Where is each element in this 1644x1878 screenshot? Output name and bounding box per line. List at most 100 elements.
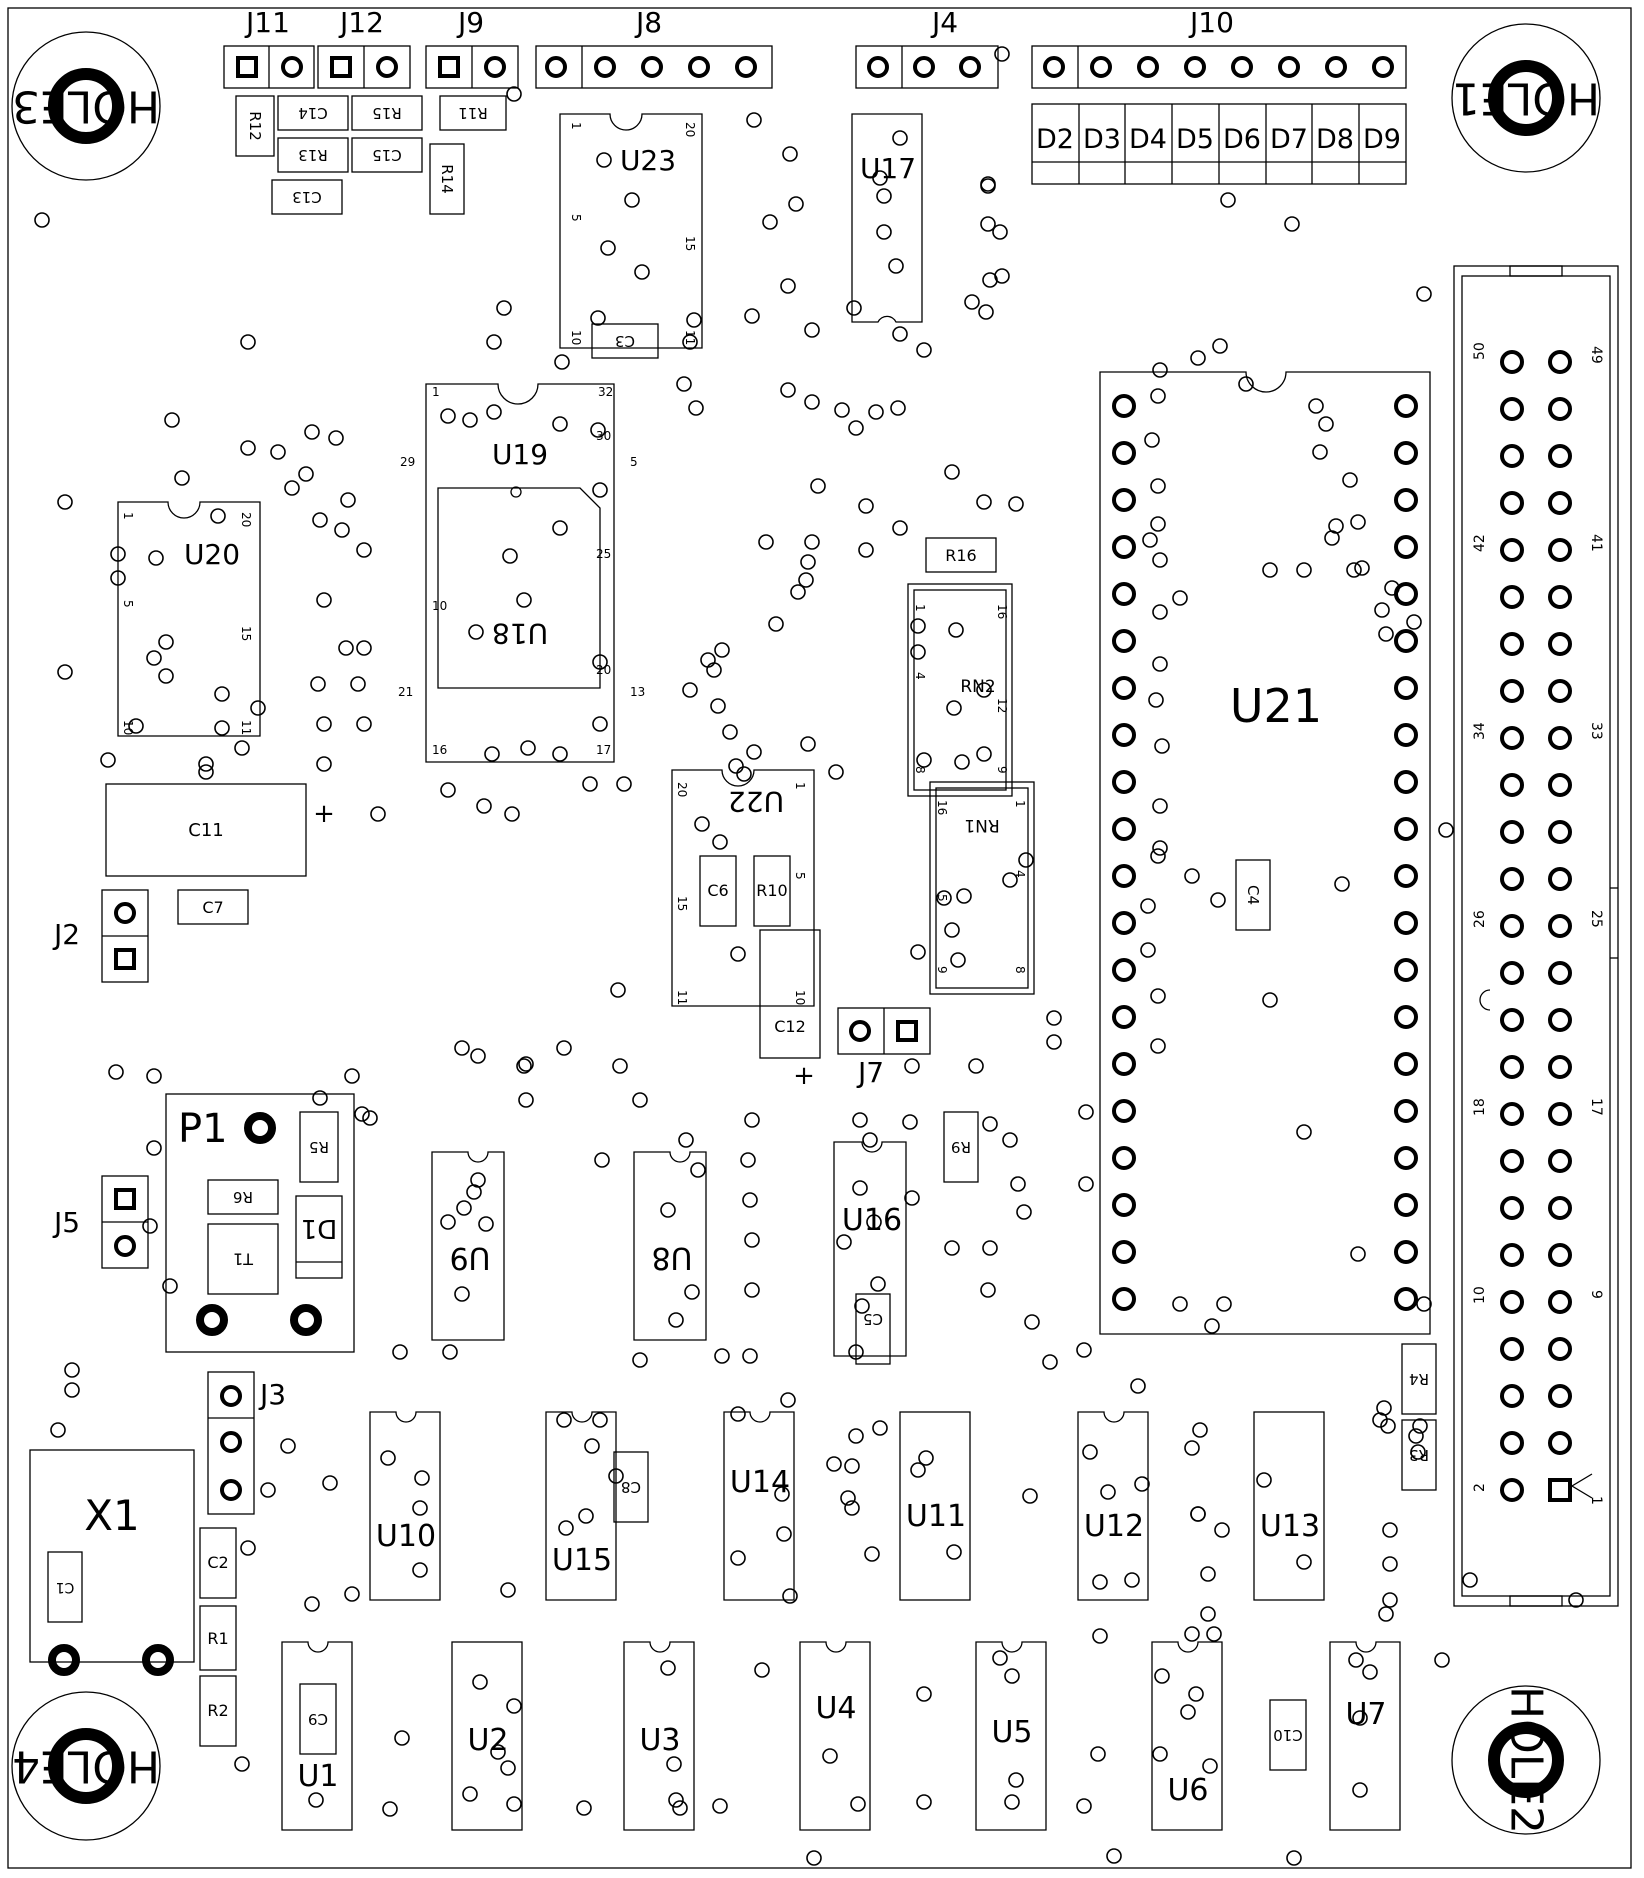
- via: [1184, 1626, 1200, 1642]
- header-pin: [1548, 1243, 1572, 1267]
- via: [780, 382, 796, 398]
- via: [994, 268, 1010, 284]
- capacitor-c11: C11 +: [105, 783, 335, 877]
- passive-c5: C5: [855, 1293, 891, 1365]
- passive-r16: R16: [925, 537, 997, 573]
- via: [876, 224, 892, 240]
- chip-pin: [1394, 770, 1418, 794]
- via: [146, 1068, 162, 1084]
- via: [260, 1482, 276, 1498]
- via: [490, 1744, 506, 1760]
- pin-number: 1: [569, 122, 583, 130]
- via: [1152, 604, 1168, 620]
- pin-number: 1: [913, 604, 927, 612]
- pin-number: 5: [793, 872, 807, 880]
- passive-label: R5: [309, 1138, 329, 1156]
- via: [1380, 1418, 1396, 1434]
- chip-pin: [1394, 1052, 1418, 1076]
- via: [578, 1508, 594, 1524]
- passive-label: C2: [207, 1553, 228, 1572]
- chip-u17: U17: [851, 113, 923, 323]
- chip-u21: U21: [1099, 371, 1431, 1335]
- via: [486, 404, 502, 420]
- header-pin: [1548, 1290, 1572, 1314]
- via: [1296, 1554, 1312, 1570]
- pin-number: 5: [569, 214, 583, 222]
- via: [506, 86, 522, 102]
- via: [454, 1286, 470, 1302]
- via: [660, 1660, 676, 1676]
- via: [470, 1172, 486, 1188]
- via: [712, 834, 728, 850]
- passive-r15: R15: [351, 95, 423, 131]
- via: [234, 740, 250, 756]
- via: [968, 1058, 984, 1074]
- via: [502, 548, 518, 564]
- chip-label: U20: [184, 538, 240, 571]
- resistor-network-rn1: RN1 16 1 5 4 9 8: [929, 781, 1035, 995]
- mounting-hole-3: HOLE3: [11, 31, 161, 181]
- via: [632, 1092, 648, 1108]
- via: [338, 640, 354, 656]
- polarity-mark: +: [793, 1061, 815, 1091]
- via: [250, 700, 266, 716]
- chip-u7: U7: [1329, 1641, 1401, 1831]
- chip-pin: [1112, 1146, 1136, 1170]
- via: [608, 1468, 624, 1484]
- chip-label: U23: [620, 144, 676, 177]
- via: [980, 178, 996, 194]
- via: [836, 1234, 852, 1250]
- via: [730, 946, 746, 962]
- chip-label: U18: [492, 617, 548, 650]
- passive-label: C15: [372, 146, 402, 164]
- chip-label: U13: [1260, 1509, 1320, 1544]
- via: [1416, 1296, 1432, 1312]
- chip-pin: [1394, 535, 1418, 559]
- via: [804, 394, 820, 410]
- via: [1416, 286, 1432, 302]
- via: [1024, 1314, 1040, 1330]
- via: [910, 944, 926, 960]
- via: [356, 716, 372, 732]
- via: [706, 662, 722, 678]
- pin-number: 5: [935, 894, 949, 902]
- chip-pin: [1394, 1240, 1418, 1264]
- passive-label: C3: [615, 332, 635, 350]
- header-pin: [1500, 867, 1524, 891]
- header-pin: [1548, 397, 1572, 421]
- chip-u23: U23 1 20 5 15 10 11: [559, 113, 703, 349]
- via: [1334, 876, 1350, 892]
- via: [356, 542, 372, 558]
- connector-label: J3: [258, 1378, 286, 1411]
- via: [740, 1152, 756, 1168]
- via: [950, 952, 966, 968]
- d-label: D3: [1083, 124, 1121, 155]
- via: [782, 146, 798, 162]
- via: [762, 214, 778, 230]
- via: [298, 466, 314, 482]
- header-pin: [1500, 679, 1524, 703]
- header-pin: [1500, 1149, 1524, 1173]
- via: [798, 572, 814, 588]
- via: [552, 746, 568, 762]
- via: [506, 1698, 522, 1714]
- via: [892, 520, 908, 536]
- chip-pin: [1112, 1099, 1136, 1123]
- chip-pin: [1112, 1193, 1136, 1217]
- chip-pin: [1112, 723, 1136, 747]
- header-pin: [1548, 1431, 1572, 1455]
- via: [800, 736, 816, 752]
- via: [742, 1348, 758, 1364]
- via: [804, 322, 820, 338]
- pin-number: 16: [432, 743, 447, 757]
- via: [858, 542, 874, 558]
- header-pin: [1548, 961, 1572, 985]
- via: [982, 1240, 998, 1256]
- via: [1382, 1522, 1398, 1538]
- pin-number: 1: [1588, 1496, 1604, 1505]
- via: [592, 654, 608, 670]
- via: [1374, 602, 1390, 618]
- via: [1284, 216, 1300, 232]
- via: [158, 634, 174, 650]
- via: [442, 1344, 458, 1360]
